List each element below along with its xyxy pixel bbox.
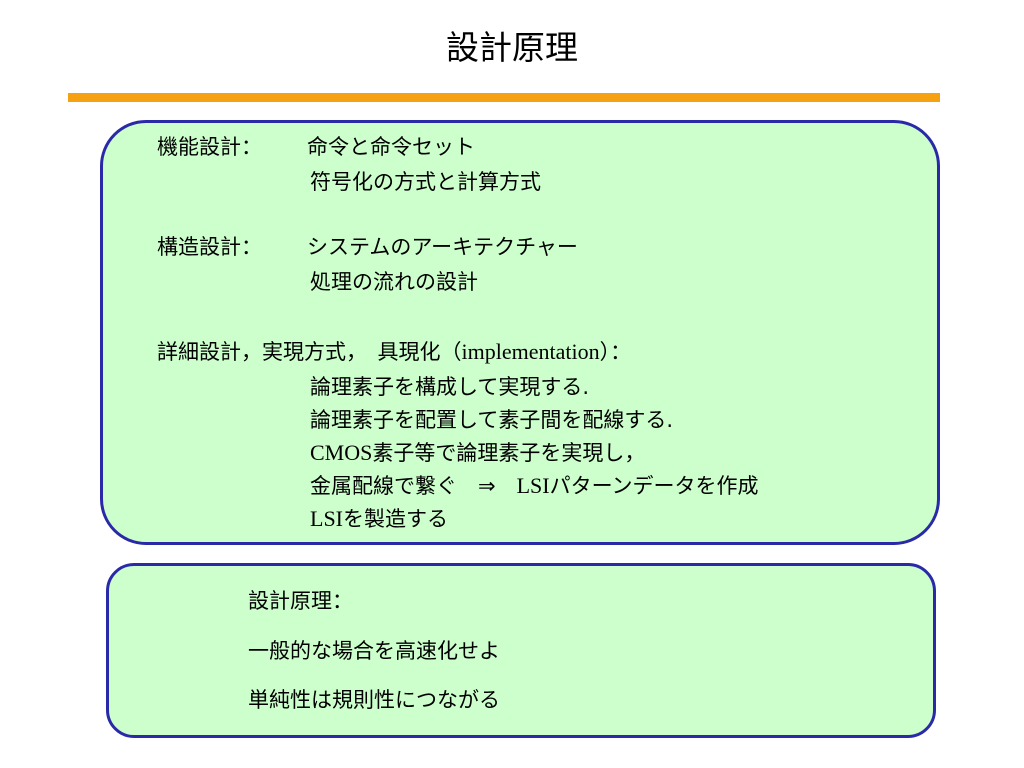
cmos-term: CMOS [310,440,373,465]
detailed-design-line-1: 論理素子を構成して実現する. [310,375,590,399]
detailed-design-line-5: LSIを製造する [310,505,448,533]
detailed-design-line-2: 論理素子を配置して素子間を配線する. [310,408,674,432]
functional-design-line-2: 符号化の方式と計算方式 [310,170,541,194]
functional-design-line-1: 命令と命令セット [307,135,475,159]
design-principle-1: 一般的な場合を高速化せよ [248,639,500,663]
title-divider [68,93,940,102]
detailed-design-label: 詳細設計，実現方式， 具現化（implementation）： [157,338,631,366]
detailed-design-label-text: 詳細設計，実現方式， 具現化（ [157,340,462,364]
detailed-design-line-4-text-b: パターンデータを作成 [549,474,759,498]
structural-design-label: 構造設計： [157,235,262,259]
design-principles-heading: 設計原理： [248,589,353,613]
structural-design-line-2: 処理の流れの設計 [310,270,478,294]
detailed-design-line-3-text: 素子等で論理素子を実現し， [372,441,646,465]
detailed-design-line-4: 金属配線で繋ぐ ⇒ LSIパターンデータを作成 [310,472,759,500]
functional-design-label: 機能設計： [157,135,262,159]
lsi-term: LSI [310,506,343,531]
design-levels-box [100,120,940,545]
design-principle-2: 単純性は規則性につながる [248,688,500,712]
detailed-design-line-5-text: を製造する [343,507,448,531]
structural-design-line-1: システムのアーキテクチャー [307,235,578,259]
detailed-design-label-end: ）： [599,340,632,364]
detailed-design-line-4-text-a: 金属配線で繋ぐ ⇒ [310,474,517,498]
implementation-term: implementation [461,339,600,364]
page-title: 設計原理 [446,28,578,67]
detailed-design-line-3: CMOS素子等で論理素子を実現し， [310,439,645,467]
design-principles-box [106,563,936,738]
lsi-term: LSI [516,473,550,498]
